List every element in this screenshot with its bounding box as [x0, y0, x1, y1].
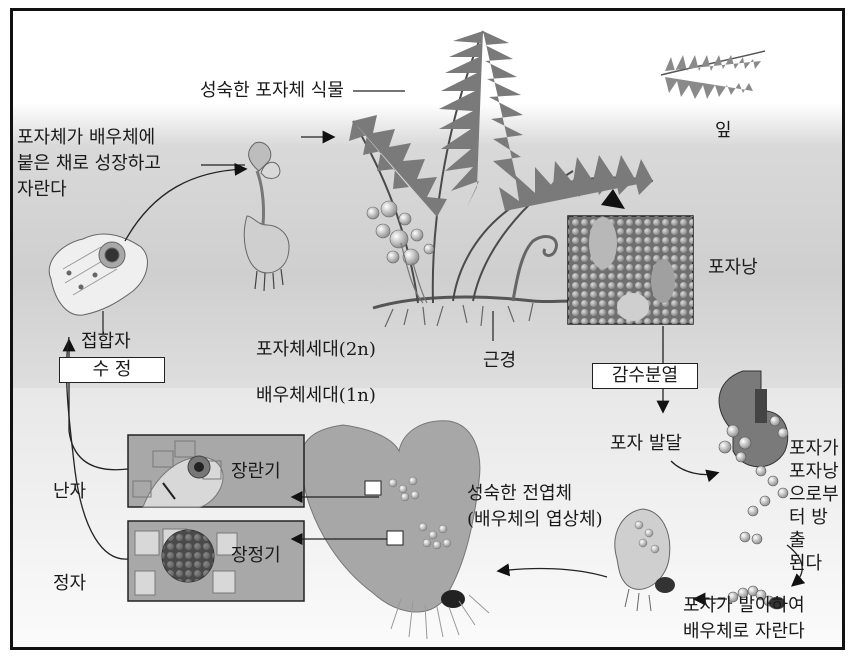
label-antheridium: 장정기 [231, 543, 281, 569]
spore-release-illustration [719, 371, 788, 544]
label-spores-released: 포자가 포자낭 으로부 터 방출 된다 [789, 437, 842, 575]
diagram-frame: 성숙한 포자체 식물 잎 포자체가 배우체에 붙은 채로 성장하고 자란다 포자… [10, 8, 845, 650]
label-fertilization: 수 정 [59, 357, 165, 383]
label-mature-prothallus: 성숙한 전엽체 (배우체의 엽상체) [467, 481, 603, 533]
label-sporangium: 포자낭 [708, 255, 758, 281]
label-zygote: 접합자 [81, 329, 131, 355]
label-sporophyte-generation: 포자체세대(2n) [256, 337, 376, 363]
label-rhizome: 근경 [483, 348, 516, 374]
sporangium-inset [568, 216, 693, 324]
label-spore-development: 포자 발달 [610, 431, 682, 457]
label-leaf: 잎 [715, 118, 732, 144]
label-archegonium: 장란기 [231, 459, 281, 485]
label-meiosis: 감수분열 [592, 363, 698, 389]
label-mature-sporophyte: 성숙한 포자체 식물 [200, 78, 344, 104]
label-sperm: 정자 [53, 571, 86, 597]
young-sporophyte [244, 142, 289, 291]
young-prothallus [615, 509, 675, 611]
mature-prothallus [300, 421, 489, 639]
leaf-detail [661, 51, 765, 99]
label-sporophyte-grows: 포자체가 배우체에 붙은 채로 성장하고 자란다 [17, 125, 161, 203]
zygote-cell-cluster [49, 234, 147, 315]
label-egg: 난자 [53, 479, 86, 505]
label-gametophyte-generation: 배우체세대(1n) [256, 383, 376, 409]
label-spore-germinates: 포자가 발아하여 배우체로 자란다 [683, 593, 805, 645]
fern-life-cycle-artwork [13, 11, 842, 647]
